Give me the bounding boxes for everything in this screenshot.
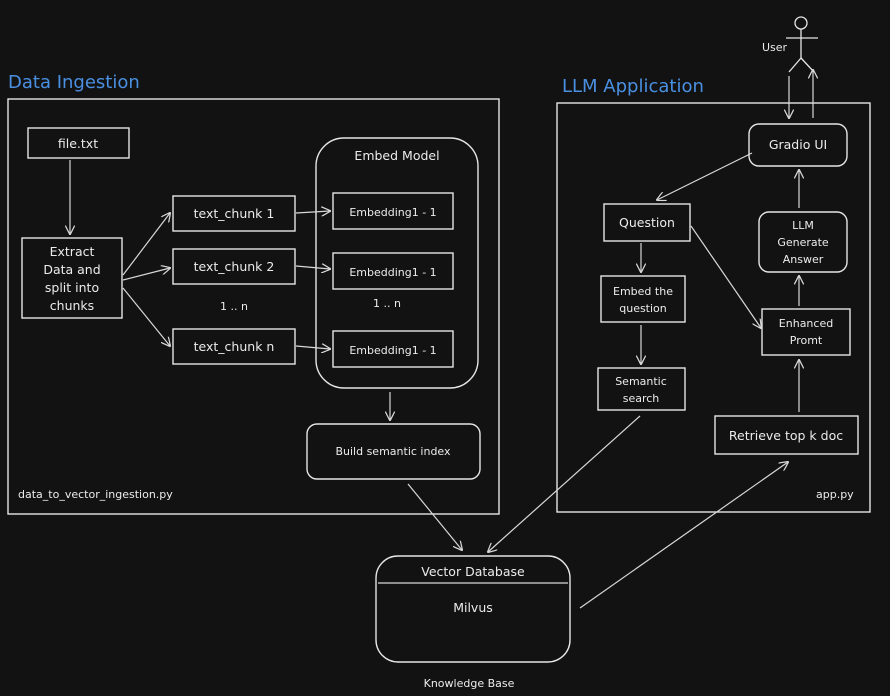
edge-db-retrieve — [579, 462, 788, 609]
semantic-search-node — [597, 367, 686, 411]
retrieve-label: Retrieve top k doc — [729, 428, 843, 443]
extract-label-1: Extract — [50, 244, 95, 259]
user-icon — [786, 16, 818, 73]
knowledge-base-caption: Knowledge Base — [424, 677, 515, 690]
embedding2-node — [332, 252, 454, 290]
edge-chunkn-emb — [295, 346, 330, 349]
file-node — [27, 127, 130, 159]
question-label: Question — [619, 215, 675, 230]
app-script-label: app.py — [816, 488, 854, 501]
extract-label-3: split into — [45, 280, 99, 295]
app-frame — [556, 102, 871, 513]
embeddingn-node — [332, 330, 454, 368]
vector-db-name: Milvus — [453, 600, 493, 615]
file-node-label: file.txt — [58, 136, 98, 151]
vector-db-header: Vector Database — [421, 564, 525, 579]
extract-label-2: Data and — [43, 262, 100, 277]
chunk1-node — [172, 195, 296, 232]
embedding2-label: Embedding1 - 1 — [349, 266, 436, 279]
chunk2-node — [172, 248, 296, 285]
user-label: User — [762, 41, 788, 54]
enhanced-label-2: Promt — [790, 334, 823, 347]
embed-question-label-2: question — [619, 302, 667, 315]
llm-label-1: LLM — [792, 219, 814, 232]
edge-index-db — [407, 483, 462, 550]
chunkn-label: text_chunk n — [194, 339, 275, 354]
question-node — [603, 203, 691, 242]
semantic-label-2: search — [623, 392, 660, 405]
enhanced-prompt-node — [761, 308, 851, 356]
retrieve-node — [714, 415, 859, 455]
edge-chunk1-emb — [295, 211, 330, 213]
chunkn-node — [172, 328, 296, 365]
edge-question-enhanced — [690, 225, 761, 328]
embed-question-node — [600, 275, 686, 323]
embedding1-label: Embedding1 - 1 — [349, 206, 436, 219]
edge-extract-chunk2 — [122, 268, 170, 281]
edge-extract-chunk1 — [122, 213, 170, 276]
build-index-node — [306, 423, 481, 480]
chunk1-label: text_chunk 1 — [194, 206, 275, 221]
edge-semantic-db — [488, 415, 641, 552]
semantic-label-1: Semantic — [615, 375, 667, 388]
embeddingn-label: Embedding1 - 1 — [349, 344, 436, 357]
ingestion-title: Data Ingestion — [8, 72, 140, 93]
llm-label-2: Generate — [777, 236, 829, 249]
embed-question-label-1: Embed the — [613, 285, 673, 298]
gradio-node — [748, 123, 848, 167]
build-index-label: Build semantic index — [335, 445, 451, 458]
llm-label-3: Answer — [783, 253, 824, 266]
ingestion-frame — [7, 98, 500, 515]
extract-label-4: chunks — [50, 298, 94, 313]
edge-chunk2-emb — [295, 266, 330, 269]
extract-node — [21, 237, 123, 319]
llm-node — [758, 211, 848, 273]
enhanced-label-1: Enhanced — [779, 317, 833, 330]
app-title: LLM Application — [562, 76, 704, 97]
edge-gradio-question — [657, 152, 753, 200]
embedding1-node — [332, 192, 454, 230]
ingestion-script-label: data_to_vector_ingestion.py — [18, 488, 173, 501]
embed-model-container — [315, 137, 479, 389]
embedding-ellipsis: 1 .. n — [373, 297, 401, 310]
edge-extract-chunkn — [122, 287, 170, 346]
chunk2-label: text_chunk 2 — [194, 259, 275, 274]
vector-db-node — [375, 555, 571, 663]
chunk-ellipsis: 1 .. n — [220, 300, 248, 313]
gradio-label: Gradio UI — [769, 137, 827, 152]
embed-model-label: Embed Model — [354, 148, 439, 163]
